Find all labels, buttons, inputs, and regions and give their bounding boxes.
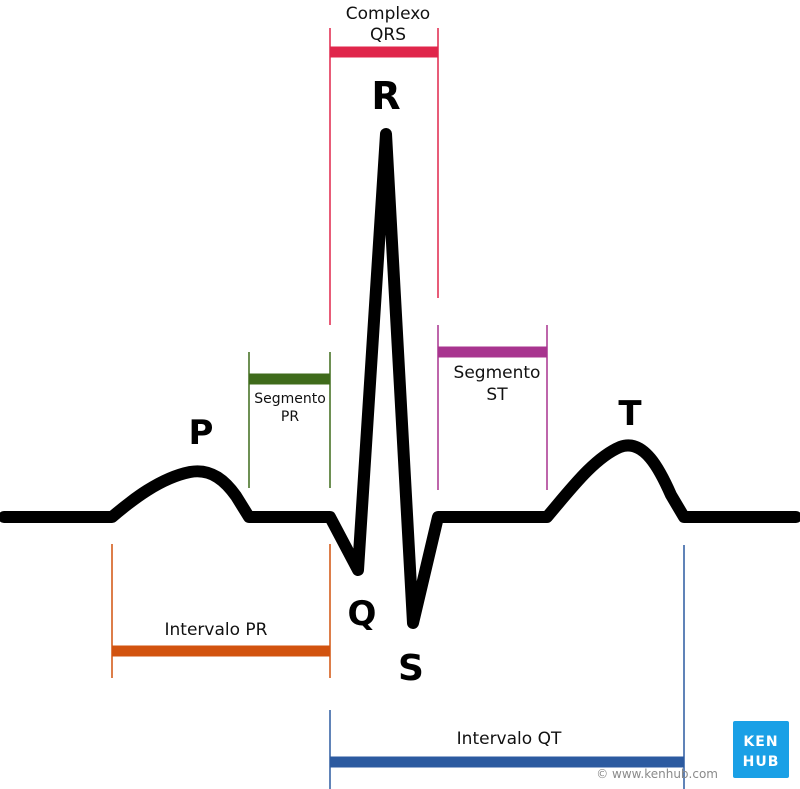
st-segment-label-line1: Segmento (454, 363, 541, 383)
pr-segment-bracket: Segmento PR (248, 352, 331, 488)
st-segment-bracket: Segmento ST (437, 325, 548, 490)
p-wave-label: P (189, 413, 214, 453)
qt-interval-bracket: Intervalo QT (329, 545, 685, 789)
qt-interval-label: Intervalo QT (457, 729, 562, 749)
kenhub-logo: KEN HUB (733, 721, 789, 778)
qrs-label-line1: Complexo (346, 4, 430, 24)
st-segment-label-line2: ST (486, 385, 508, 405)
logo-line1: KEN (743, 734, 778, 750)
r-wave-label: R (371, 74, 400, 118)
logo-background (733, 721, 789, 778)
pr-interval-label: Intervalo PR (165, 620, 268, 640)
qrs-label-line2: QRS (370, 25, 406, 45)
s-wave-label: S (398, 648, 424, 689)
credit-text: © www.kenhub.com (596, 767, 718, 781)
t-wave-label: T (618, 394, 642, 434)
qrs-complex-bracket: Complexo QRS (329, 4, 439, 325)
ecg-trace (0, 128, 800, 629)
pr-segment-label-line1: Segmento (254, 391, 326, 407)
pr-segment-label-line2: PR (281, 409, 299, 425)
logo-line2: HUB (743, 754, 780, 770)
q-wave-label: Q (348, 594, 377, 634)
pr-interval-bracket: Intervalo PR (111, 544, 331, 678)
